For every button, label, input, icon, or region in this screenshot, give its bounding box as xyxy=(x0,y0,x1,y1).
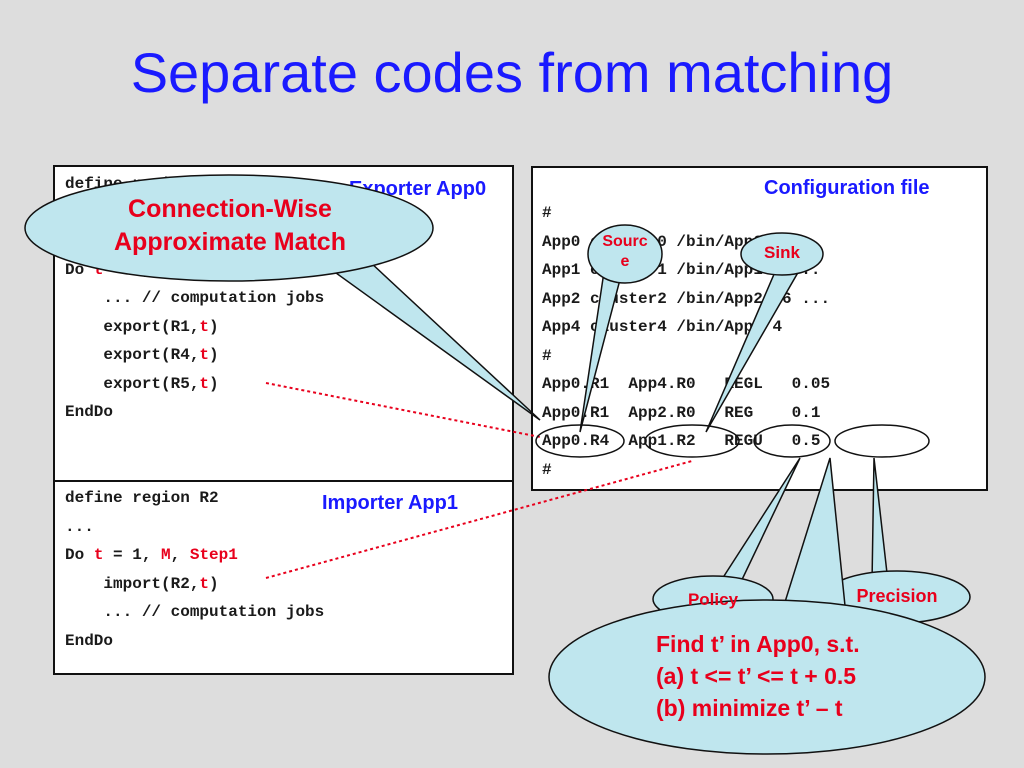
source-bubble xyxy=(587,224,663,284)
importer-code-line: ... // computation jobs xyxy=(65,603,325,621)
importer-code-line: EndDo xyxy=(65,631,114,650)
importer-code-line: Do t = 1, M, Step1 xyxy=(65,546,238,564)
sink-bubble-text: Sink xyxy=(764,243,800,262)
match-line-export xyxy=(265,382,541,438)
field-outline-app0-r4 xyxy=(535,424,625,458)
config-line: # xyxy=(542,346,552,365)
importer-code-line: ... xyxy=(65,517,94,536)
config-line: App4 cluster4 /bin/App4 4 xyxy=(542,318,783,336)
sink-bubble xyxy=(740,232,824,276)
exporter-code-line: ... // computation jobs xyxy=(65,289,325,307)
importer-code-line: import(R2,t) xyxy=(65,574,219,593)
config-line: App0.R1 App2.R0 REG 0.1 xyxy=(542,403,821,422)
policy-bubble-tail xyxy=(713,457,801,591)
find-line-2: (a) t <= t’ <= t + 0.5 xyxy=(656,663,857,689)
exporter-code-line: export(R1,t) xyxy=(65,317,219,336)
exporter-code-line: export(R5,t) xyxy=(65,374,219,393)
policy-bubble-text: Policy xyxy=(687,590,739,609)
sink-bubble-tail xyxy=(705,268,802,433)
config-line: # xyxy=(542,460,552,479)
source-line-2: e xyxy=(620,253,630,270)
precision-bubble-tail xyxy=(871,457,889,584)
exporter-code-line: EndDo xyxy=(65,403,114,421)
source-bubble-tail xyxy=(579,263,623,433)
match-line-import xyxy=(265,460,693,579)
page-title: Separate codes from matching xyxy=(130,41,894,104)
source-line-1: Sourc xyxy=(602,233,648,250)
importer-code: define region R2... Do t = 1, M, Step1 im… xyxy=(65,484,324,655)
connection-bubble-text: Connection-Wise Approximate Match xyxy=(60,193,400,259)
find-line-1: Find t’ in App0, s.t. xyxy=(656,631,860,657)
connection-bubble xyxy=(24,174,434,282)
field-outline-app1-r2 xyxy=(644,424,740,458)
find-bubble xyxy=(548,599,986,755)
field-outline-regu xyxy=(753,424,831,458)
exporter-code-line: export(R4,t) xyxy=(65,346,219,364)
config-line: # xyxy=(542,204,552,222)
connection-line-1: Connection-Wise xyxy=(128,195,332,223)
connection-line-2: Approximate Match xyxy=(114,228,346,256)
panel-divider xyxy=(55,480,512,482)
find-line-3: (b) minimize t’ – t xyxy=(656,695,843,721)
importer-label: Importer App1 xyxy=(322,492,458,514)
precision-bubble-text: Precision xyxy=(856,586,938,606)
field-outline-precision xyxy=(834,424,930,458)
importer-code-line: define region R2 xyxy=(65,489,219,507)
connection-bubble-tail xyxy=(315,259,541,421)
config-line: App0.R4 App1.R2 REGU 0.5 xyxy=(542,432,821,450)
source-bubble-text: Sourc e xyxy=(590,232,660,272)
find-bubble-text: Find t’ in App0, s.t. (a) t <= t’ <= t +… xyxy=(656,628,860,724)
config-label: Configuration file xyxy=(764,177,930,199)
